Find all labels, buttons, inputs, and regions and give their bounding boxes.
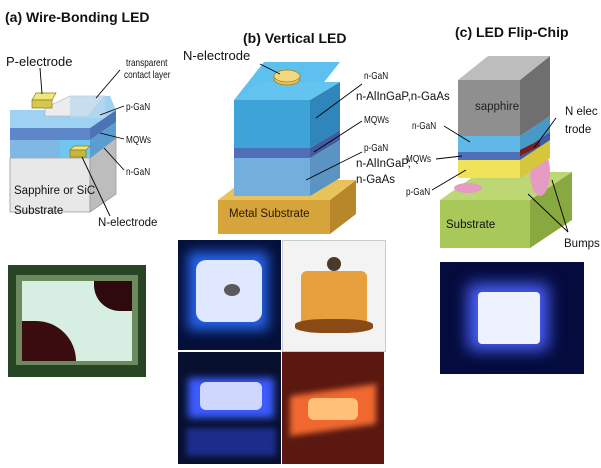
mqw-front xyxy=(10,128,90,140)
pointer-p-gan xyxy=(305,151,363,181)
p-gan-side xyxy=(310,140,340,196)
label-c-n-elec-2: trode xyxy=(565,124,592,136)
n-gan-side xyxy=(310,82,340,148)
label-b-n-alingap: n-AlInGaP,n-GaAs xyxy=(356,91,450,103)
p-gan-block xyxy=(70,96,105,118)
panel-c-title: (c) LED Flip-Chip xyxy=(455,24,569,40)
label-b-p-gan: p-GaN xyxy=(364,142,389,154)
pointer-mqws xyxy=(435,155,463,160)
label-b-n-gan: n-GaN xyxy=(364,70,389,82)
label-substrate-2: Substrate xyxy=(14,205,64,217)
sapphire-top xyxy=(458,56,550,80)
n-gan-side xyxy=(90,122,116,158)
photo-flip-chip xyxy=(440,262,584,374)
pointer-n-electrode xyxy=(81,156,111,217)
label-metal-substrate: Metal Substrate xyxy=(229,208,310,220)
pointer-contact xyxy=(95,69,121,99)
substrate-side xyxy=(530,172,572,248)
label-b-p-alingap: n-AlInGaP, xyxy=(356,158,411,170)
panel-b-title: (b) Vertical LED xyxy=(243,30,347,46)
photo-vertical-led-blue xyxy=(178,352,281,464)
n-gan-side xyxy=(520,116,550,152)
n-gan-front xyxy=(458,136,520,152)
photo-vertical-led-side xyxy=(282,240,386,352)
sapphire-side xyxy=(520,56,550,136)
label-transparent: transparent xyxy=(126,57,168,69)
panel-a-title: (a) Wire-Bonding LED xyxy=(5,9,150,25)
substrate-front xyxy=(440,200,530,248)
pointer-mqws xyxy=(313,120,363,153)
label-bumps: Bumps xyxy=(564,238,600,250)
label-a-mqws: MQWs xyxy=(126,134,152,146)
photo-vertical-led-red xyxy=(282,352,384,464)
pointer-p-gan xyxy=(431,169,467,191)
pointer-p-gan xyxy=(99,105,125,116)
label-c-substrate: Substrate xyxy=(446,219,496,231)
photo-wire-bonding-chip xyxy=(8,265,146,377)
flip-chip xyxy=(431,56,572,248)
pointer-bumps-1 xyxy=(527,193,569,233)
mqw-front xyxy=(458,152,520,160)
n-electrode-pad xyxy=(69,149,87,158)
label-sapphire: sapphire xyxy=(475,101,520,113)
label-c-p-gan: p-GaN xyxy=(406,186,431,198)
n-gan-front xyxy=(234,100,310,148)
label-c-mqws: MQWs xyxy=(406,153,432,165)
mqw-front xyxy=(234,148,310,158)
p-gan-side xyxy=(520,140,550,178)
pointer-n-gan xyxy=(103,147,125,171)
label-substrate-1: Sapphire or SiC xyxy=(14,185,96,197)
n-gan-top-face xyxy=(234,82,340,100)
label-c-n-elec-1: N elec xyxy=(565,106,598,118)
n-electrode-disc-top xyxy=(273,69,301,83)
wire-bonding-chip xyxy=(9,67,125,217)
vertical-led-chip xyxy=(218,62,363,234)
pointer-p-electrode xyxy=(39,67,43,95)
label-a-n-gan: n-GaN xyxy=(126,166,151,178)
photo-vertical-led-top xyxy=(178,240,281,350)
bump-1 xyxy=(454,183,482,193)
label-p-electrode: P-electrode xyxy=(6,54,73,69)
n-electrode-pad-top xyxy=(69,145,91,151)
pointer-n-gan xyxy=(443,125,471,143)
p-electrode-pad-top xyxy=(31,92,57,101)
p-gan-front xyxy=(458,160,520,178)
pointer-bumps-2 xyxy=(551,179,569,233)
mqw-side xyxy=(310,130,340,158)
label-b-p-gaas: n-GaAs xyxy=(356,174,395,186)
metal-substrate-front xyxy=(218,200,330,234)
p-gan-front xyxy=(234,158,310,196)
substrate-side xyxy=(89,137,117,213)
label-c-n-gan: n-GaN xyxy=(412,120,437,132)
label-a-p-gan: p-GaN xyxy=(126,101,151,113)
label-n-electrode: N-electrode xyxy=(98,217,158,229)
pointer-mqws xyxy=(99,132,125,140)
pointer-n-gan xyxy=(315,83,363,119)
pointer-n-electrode xyxy=(533,117,557,149)
p-electrode-pad xyxy=(31,99,53,109)
label-contact-layer: contact layer xyxy=(124,69,171,81)
metal-substrate-side xyxy=(330,180,356,234)
label-b-n-electrode: N-electrode xyxy=(183,48,251,63)
pointer-n-electrode xyxy=(259,63,281,75)
sapphire-front xyxy=(458,80,520,136)
n-electrode-bar xyxy=(520,140,540,156)
mqw-side xyxy=(90,110,116,140)
label-b-mqws: MQWs xyxy=(364,114,390,126)
